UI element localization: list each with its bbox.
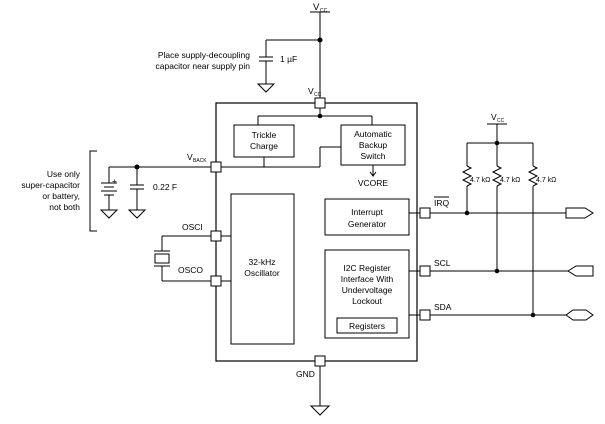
trickle-charge-block: Trickle Charge xyxy=(233,124,295,158)
i2c-line4: Lockout xyxy=(352,296,382,306)
backup-note-line1: Use only xyxy=(47,169,81,179)
sda-bidirectional-connector xyxy=(565,309,594,321)
pullup-network: V CC 4.7 kΩ 4.7 kΩ 4.7 kΩ xyxy=(461,112,556,315)
vcc-pullup-subscript: CC xyxy=(497,118,505,124)
vbackup-subscript: BACK xyxy=(193,158,207,164)
resistor3-value: 4.7 kΩ xyxy=(536,177,556,184)
auto-switch-line1: Automatic xyxy=(354,129,393,139)
i2c-line2: Interface With xyxy=(341,274,394,284)
chip-vcc-label: V xyxy=(308,86,314,96)
registers-label: Registers xyxy=(349,321,385,331)
gnd-label: GND xyxy=(296,369,315,379)
interrupt-line1: Interrupt xyxy=(351,207,383,217)
backup-note-line4: not both xyxy=(49,202,80,212)
scl-pin-label: SCL xyxy=(434,258,451,268)
chip-vcc-subscript: CC xyxy=(314,92,322,98)
battery-plus: + xyxy=(112,176,117,186)
ground-pin: GND xyxy=(296,355,331,416)
auto-switch-line3: Switch xyxy=(360,151,385,161)
oscillator-line1: 32-kHz xyxy=(249,257,276,267)
decoupling-note-line1: Place supply-decoupling xyxy=(158,50,250,60)
osci-pin-label: OSCI xyxy=(182,222,203,232)
irq-pin-label: IRQ xyxy=(434,198,450,208)
resistor2-value: 4.7 kΩ xyxy=(500,177,520,184)
vbackup-pin: V BACK xyxy=(109,152,222,173)
decoupling-capacitor: 1 µF Place supply-decoupling capacitor n… xyxy=(155,40,297,93)
i2c-interface-block: I2C Register Interface With Undervoltage… xyxy=(324,249,420,339)
vbackup-routing xyxy=(221,146,341,168)
scl-input-connector xyxy=(567,265,594,277)
backup-capacitor: 0.22 F xyxy=(127,167,177,219)
chip-vcc-pin: V CC xyxy=(308,86,326,109)
vcc-pullup-label: V xyxy=(491,112,497,122)
resistor1-value: 4.7 kΩ xyxy=(470,177,490,184)
sda-pin-label: SDA xyxy=(434,302,452,312)
vcore-label: VCORE xyxy=(358,178,389,188)
osco-pin-label: OSCO xyxy=(178,265,203,275)
decoupling-cap-value: 1 µF xyxy=(280,54,297,64)
backup-battery: + xyxy=(99,167,119,219)
i2c-line3: Undervoltage xyxy=(342,285,393,295)
backup-cap-value: 0.22 F xyxy=(153,182,177,192)
signal-lines xyxy=(430,207,594,321)
vbackup-label: V xyxy=(187,152,193,162)
vcc-top-subscript: CC xyxy=(320,8,328,14)
auto-switch-line2: Backup xyxy=(359,140,388,150)
interrupt-line2: Generator xyxy=(348,219,386,229)
crystal-circuit: OSCI OSCO xyxy=(154,222,222,287)
backup-note-line2: super-capacitor xyxy=(21,180,80,190)
vcc-top-supply: V CC xyxy=(266,2,330,98)
i2c-line1: I2C Register xyxy=(343,263,390,273)
registers-block xyxy=(336,317,398,334)
trickle-label-line2: Charge xyxy=(250,141,278,151)
oscillator-block: 32-kHz Oscillator xyxy=(221,193,295,345)
right-pins: IRQ SCL SDA xyxy=(419,196,452,321)
vcc-top-label: V xyxy=(313,2,320,13)
irq-output-connector xyxy=(565,207,594,219)
decoupling-note-line2: capacitor near supply pin xyxy=(155,61,250,71)
interrupt-generator-block: Interrupt Generator xyxy=(324,198,420,236)
trickle-label-line1: Trickle xyxy=(252,130,277,140)
backup-note: Use only super-capacitor or battery, not… xyxy=(21,150,97,232)
backup-note-line3: or battery, xyxy=(42,191,80,201)
oscillator-line2: Oscillator xyxy=(244,268,280,278)
automatic-backup-switch-block: Automatic Backup Switch VCORE xyxy=(340,124,406,188)
internal-vcc-bus xyxy=(257,108,373,125)
